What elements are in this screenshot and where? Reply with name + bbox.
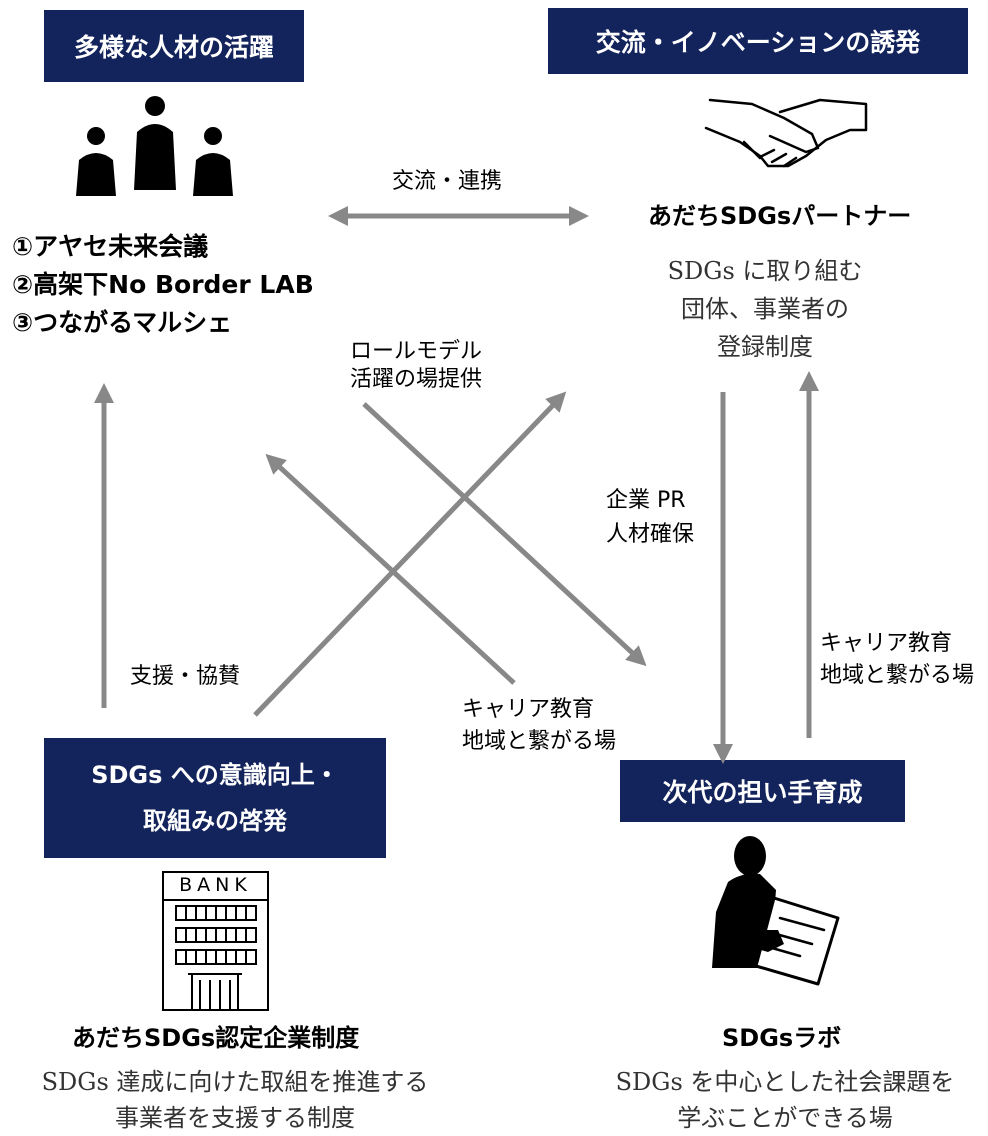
label-career-right-line2: 地域と繋がる場 (820, 663, 975, 688)
label-pr: 企業 PR 人材確保 (606, 484, 694, 552)
sdgs-lab-desc-line: SDGs を中心とした社会課題を (615, 1068, 955, 1096)
box-diverse-talent: 多様な人材の活躍 (44, 10, 304, 82)
activity-item: ②高架下No Border LAB (12, 270, 314, 299)
certified-company-description: SDGs 達成に向けた取組を推進する 事業者を支援する制度 (0, 1064, 470, 1136)
box-diverse-talent-label: 多様な人材の活躍 (73, 33, 274, 62)
certified-desc-line: SDGs 達成に向けた取組を推進する (41, 1068, 429, 1096)
partner-desc-line: SDGs に取り組む (667, 257, 863, 285)
sdgs-lab-description: SDGs を中心とした社会課題を 学ぶことができる場 (580, 1064, 988, 1136)
box-sdgs-awareness-line1: SDGs への意識向上・ (91, 761, 339, 789)
label-support: 支援・協賛 (130, 664, 241, 689)
sdgs-lab-title: SDGsラボ (722, 1024, 842, 1052)
label-exchange: 交流・連携 (392, 169, 503, 194)
label-pr-line1: 企業 PR (606, 488, 686, 513)
partner-title: あだちSDGsパートナー (648, 202, 912, 230)
certified-company-title: あだちSDGs認定企業制度 (72, 1024, 360, 1052)
box-exchange-innovation: 交流・イノベーションの誘発 (548, 8, 968, 74)
partner-description: SDGs に取り組む 団体、事業者の 登録制度 (640, 252, 890, 366)
label-career-center-line2: 地域と繋がる場 (462, 729, 617, 754)
box-sdgs-awareness-line2: 取組みの啓発 (143, 807, 287, 835)
label-role-model-line2: 活躍の場提供 (350, 367, 483, 392)
label-career-center-line1: キャリア教育 (462, 697, 595, 722)
sdgs-lab-desc-line: 学ぶことができる場 (677, 1104, 893, 1132)
label-career-right: キャリア教育 地域と繋がる場 (820, 628, 974, 692)
bank-sign: BANK (179, 874, 252, 896)
activity-item: ①アヤセ未来会議 (12, 232, 209, 261)
box-exchange-innovation-label: 交流・イノベーションの誘発 (595, 28, 921, 57)
box-next-generation: 次代の担い手育成 (620, 760, 905, 822)
partner-desc-line: 登録制度 (717, 333, 813, 361)
activity-item: ③つながるマルシェ (12, 308, 233, 337)
arrow-br-to-tl (265, 453, 516, 685)
label-career-center: キャリア教育 地域と繋がる場 (462, 694, 616, 758)
activity-list: ①アヤセ未来会議 ②高架下No Border LAB ③つながるマルシェ (12, 228, 314, 342)
certified-desc-line: 事業者を支援する制度 (115, 1104, 355, 1132)
label-role-model-line1: ロールモデル (350, 339, 483, 364)
label-career-right-line1: キャリア教育 (820, 631, 953, 656)
arrow-tl-to-br (362, 402, 647, 667)
box-next-generation-label: 次代の担い手育成 (662, 778, 863, 807)
box-sdgs-awareness: SDGs への意識向上・ 取組みの啓発 (44, 738, 386, 858)
label-pr-line2: 人材確保 (606, 522, 695, 547)
partner-desc-line: 団体、事業者の (681, 295, 849, 323)
label-role-model: ロールモデル 活躍の場提供 (350, 338, 482, 394)
arrow-bl-to-tr (253, 391, 567, 717)
